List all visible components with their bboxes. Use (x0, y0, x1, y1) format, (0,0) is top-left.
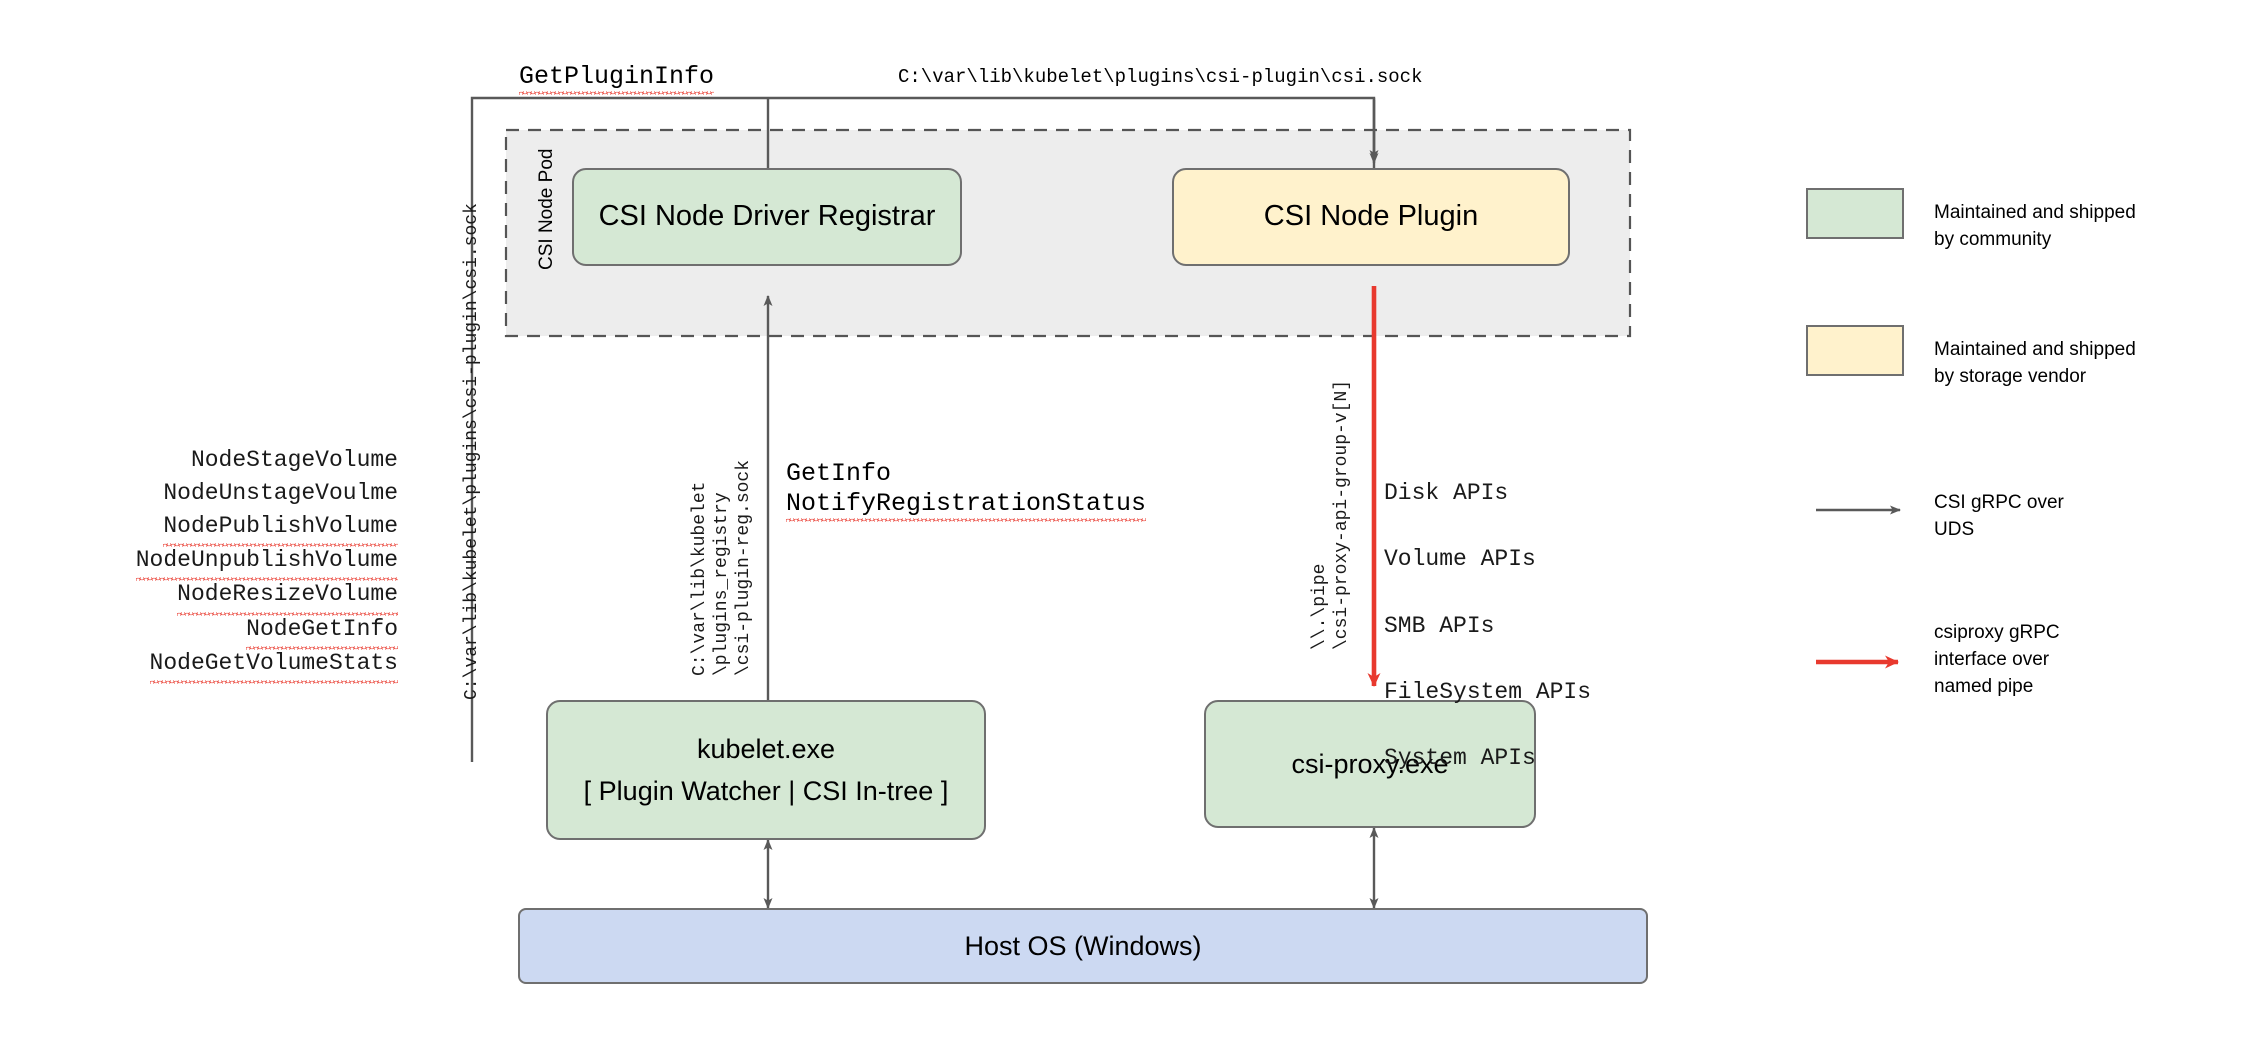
csi-node-driver-registrar-box[interactable]: CSI Node Driver Registrar (572, 168, 962, 266)
csi-proxy-box[interactable]: csi-proxy.exe (1204, 700, 1536, 828)
csi-proxy-api-item: Disk APIs (1384, 480, 1509, 507)
legend-swatch-community (1806, 188, 1904, 239)
legend-label-vendor: Maintained and shipped by storage vendor (1934, 339, 2136, 387)
node-api-item: NodeGetVolumeStats (110, 647, 399, 684)
node-api-item: NodeStageVolume (190, 447, 398, 473)
kubelet-label-line2: [ Plugin Watcher | CSI In-tree ] (583, 776, 949, 806)
csi-proxy-label: csi-proxy.exe (1291, 748, 1449, 779)
csi-proxy-api-item: System APIs (1384, 744, 1536, 771)
csi-node-plugin-box[interactable]: CSI Node Plugin (1172, 168, 1570, 266)
host-os-box[interactable]: Host OS (Windows) (518, 908, 1648, 984)
legend-label-community: Maintained and shipped by community (1934, 202, 2136, 250)
csi-sock-path-top-label: C:\var\lib\kubelet\plugins\csi-plugin\cs… (898, 66, 1423, 88)
registry-path-line1-label: C:\var\lib\kubelet (690, 481, 710, 676)
node-api-item: NodeUnstageVoulme (163, 480, 398, 507)
registry-path-line3-label: \csi-plugin-reg.sock (734, 459, 754, 676)
getpluginfo-label: GetPluginInfo (519, 62, 715, 95)
pipe-path-line2-label: \csi-proxy-api-group-v[N] (1332, 379, 1352, 650)
csi-proxy-api-item: SMB APIs (1384, 612, 1495, 639)
node-api-call-list: NodeStageVolume NodeUnstageVoulme NodePu… (110, 444, 399, 684)
csi-node-driver-registrar-label: CSI Node Driver Registrar (598, 200, 936, 233)
pipe-path-line1-label: \\.\pipe (1310, 563, 1330, 650)
csi-sock-path-vertical-label: C:\var\lib\kubelet\plugins\csi-plugin\cs… (462, 203, 482, 700)
kubelet-label-line1: kubelet.exe (696, 733, 836, 764)
csi-proxy-api-list: Disk APIs Volume APIs SMB APIs FileSyste… (1384, 444, 1591, 808)
node-api-item: NodeGetInfo (110, 613, 398, 650)
node-api-item: NodeUnpublishVolume (110, 544, 399, 582)
get-info-label: GetInfo (786, 459, 892, 488)
node-api-item: NodeResizeVolume (110, 578, 398, 616)
csi-node-plugin-label: CSI Node Plugin (1263, 200, 1479, 233)
legend-label-csiproxy: csiproxy gRPC interface over named pipe (1934, 622, 2060, 697)
legend-label-uds: CSI gRPC over UDS (1934, 492, 2064, 540)
legend-swatch-vendor (1806, 325, 1904, 376)
host-os-label: Host OS (Windows) (964, 930, 1202, 961)
csi-node-pod-label: CSI Node Pod (536, 148, 557, 270)
csi-proxy-api-item: Volume APIs (1384, 546, 1536, 573)
getpluginfo-connector (470, 96, 1376, 762)
kubelet-box[interactable]: kubelet.exe [ Plugin Watcher | CSI In-tr… (546, 700, 986, 840)
notify-registration-status-label: NotifyRegistrationStatus (786, 489, 1147, 522)
registry-path-line2-label: \plugins_registry (712, 492, 732, 676)
csi-proxy-api-item: FileSystem APIs (1384, 678, 1592, 705)
node-api-item: NodePublishVolume (110, 510, 398, 548)
